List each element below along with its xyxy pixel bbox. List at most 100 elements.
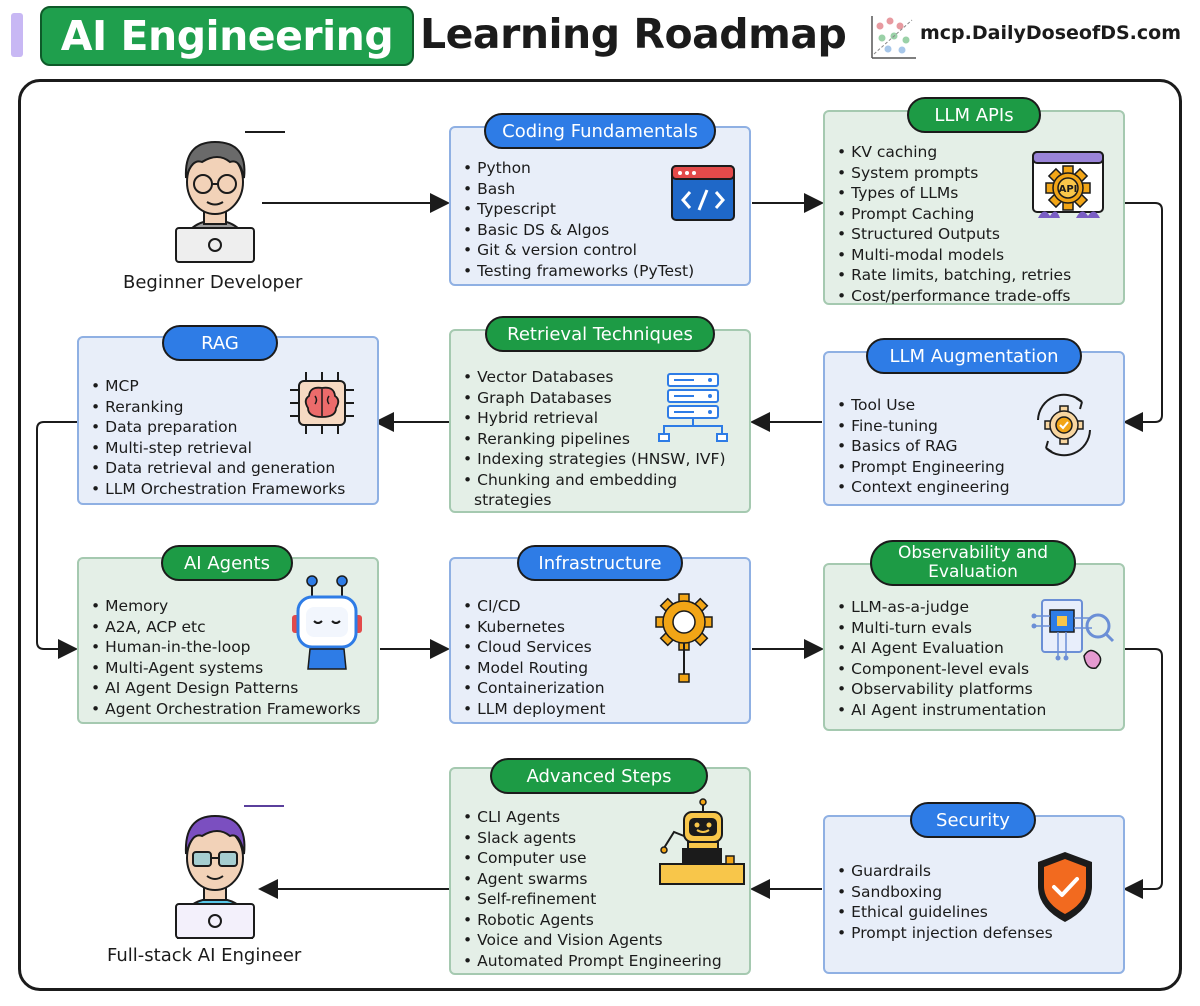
retrieval-list: Vector Databases Graph Databases Hybrid …	[463, 367, 726, 511]
list-item: Data retrieval and generation	[91, 458, 345, 479]
list-item: AI Agent Design Patterns	[91, 678, 361, 699]
list-item: Vector Databases	[463, 367, 726, 388]
security-list: Guardrails Sandboxing Ethical guidelines…	[837, 861, 1053, 943]
list-item: Chunking and embedding strategies	[463, 470, 713, 511]
card-title-infra: Infrastructure	[517, 545, 683, 581]
list-item: Multi-turn evals	[837, 618, 1046, 639]
arrow-rag-to-agents	[36, 421, 78, 659]
list-item: Context engineering	[837, 477, 1009, 498]
list-item: Tool Use	[837, 395, 1010, 416]
scatter-logo-icon	[871, 16, 916, 59]
list-item: Sandboxing	[837, 882, 1053, 903]
list-item: Python	[463, 158, 694, 179]
list-item: Reranking	[91, 397, 345, 418]
api-gear-icon: API	[1032, 151, 1104, 218]
list-item: System prompts	[837, 163, 1071, 184]
agents-list: Memory A2A, ACP etc Human-in-the-loop Mu…	[91, 596, 361, 720]
list-item: AI Agent instrumentation	[837, 700, 1046, 721]
rag-list: MCP Reranking Data preparation Multi-ste…	[91, 376, 345, 499]
card-title-llm-apis: LLM APIs	[907, 97, 1041, 133]
title-rest: Learning Roadmap	[420, 10, 847, 58]
card-title-observability: Observability and Evaluation	[870, 540, 1076, 586]
list-item: Observability platforms	[837, 679, 1046, 700]
list-item: Hybrid retrieval	[463, 408, 726, 429]
coding-list: Python Bash Typescript Basic DS & Algos …	[463, 158, 694, 281]
list-item: KV caching	[837, 142, 1071, 163]
list-item: Multi-modal models	[837, 245, 1071, 266]
list-item: Typescript	[463, 199, 694, 220]
card-title-retrieval: Retrieval Techniques	[485, 316, 715, 352]
shield-check-icon	[1038, 852, 1092, 922]
list-item: Computer use	[463, 848, 722, 869]
list-item: Human-in-the-loop	[91, 637, 361, 658]
brain-chip-icon	[290, 372, 354, 434]
list-item: Types of LLMs	[837, 183, 1071, 204]
card-title-augmentation: LLM Augmentation	[866, 338, 1082, 374]
gear-plug-icon	[655, 593, 713, 683]
card-title-coding: Coding Fundamentals	[484, 113, 716, 149]
end-label: Full-stack AI Engineer	[107, 945, 302, 966]
list-item: Fine-tuning	[837, 416, 1010, 437]
list-item: Multi-step retrieval	[91, 438, 345, 459]
server-rack-icon	[658, 373, 728, 442]
evaluation-document-icon	[1031, 599, 1115, 669]
list-item: Guardrails	[837, 861, 1053, 882]
card-observability: LLM-as-a-judge Multi-turn evals AI Agent…	[823, 563, 1125, 731]
list-item: Ethical guidelines	[837, 902, 1053, 923]
list-item: Reranking pipelines	[463, 429, 726, 450]
title-highlight: AI Engineering	[40, 6, 414, 66]
infra-list: CI/CD Kubernetes Cloud Services Model Ro…	[463, 596, 605, 719]
list-item: Voice and Vision Agents	[463, 930, 722, 951]
list-item: Automated Prompt Engineering	[463, 951, 722, 972]
list-item: Model Routing	[463, 658, 605, 679]
persona-dash	[244, 805, 284, 807]
code-window-icon	[671, 165, 735, 221]
list-item: Containerization	[463, 678, 605, 699]
list-item: Robotic Agents	[463, 910, 722, 931]
engineer-with-laptop-icon	[175, 814, 255, 939]
site-url: mcp.DailyDoseofDS.com	[920, 22, 1182, 44]
list-item: LLM Orchestration Frameworks	[91, 479, 345, 500]
list-item: Memory	[91, 596, 361, 617]
card-title-rag: RAG	[162, 325, 278, 361]
list-item: LLM-as-a-judge	[837, 597, 1046, 618]
developer-with-laptop-icon	[175, 140, 255, 263]
list-item: Agent Orchestration Frameworks	[91, 699, 360, 720]
list-item: Kubernetes	[463, 617, 605, 638]
list-item: Bash	[463, 179, 694, 200]
list-item: LLM deployment	[463, 699, 605, 720]
svg-text:API: API	[1059, 184, 1078, 195]
arrow-observability-to-security	[1123, 648, 1163, 899]
list-item: Basics of RAG	[837, 436, 1010, 457]
card-title-advanced: Advanced Steps	[490, 758, 708, 794]
list-item: Graph Databases	[463, 388, 726, 409]
arrow-apis-to-augmentation	[1123, 202, 1163, 432]
roadmap-frame	[18, 79, 1182, 991]
list-item: Component-level evals	[837, 659, 1046, 680]
list-item: Structured Outputs	[837, 224, 1071, 245]
list-item: Multi-Agent systems	[91, 658, 361, 679]
list-item: MCP	[91, 376, 345, 397]
list-item: Cost/performance trade-offs	[837, 286, 1071, 307]
advanced-list: CLI Agents Slack agents Computer use Age…	[463, 807, 722, 971]
robot-laptop-icon	[659, 798, 745, 885]
persona-dash	[245, 131, 285, 133]
header-accent-bar	[11, 13, 23, 57]
observability-list: LLM-as-a-judge Multi-turn evals AI Agent…	[837, 597, 1046, 720]
list-item: Data preparation	[91, 417, 345, 438]
list-item: Rate limits, batching, retries	[837, 265, 1071, 286]
list-item: CLI Agents	[463, 807, 722, 828]
list-item: Self-refinement	[463, 889, 722, 910]
list-item: Basic DS & Algos	[463, 220, 694, 241]
list-item: AI Agent Evaluation	[837, 638, 1046, 659]
cycle-gear-icon	[1037, 393, 1091, 457]
augmentation-list: Tool Use Fine-tuning Basics of RAG Promp…	[837, 395, 1010, 498]
list-item: Prompt Caching	[837, 204, 1071, 225]
list-item: Testing frameworks (PyTest)	[463, 261, 694, 282]
card-title-security: Security	[910, 802, 1036, 838]
list-item: A2A, ACP etc	[91, 617, 361, 638]
list-item: Git & version control	[463, 240, 694, 261]
card-coding-fundamentals: Python Bash Typescript Basic DS & Algos …	[449, 126, 751, 286]
list-item: Agent swarms	[463, 869, 722, 890]
